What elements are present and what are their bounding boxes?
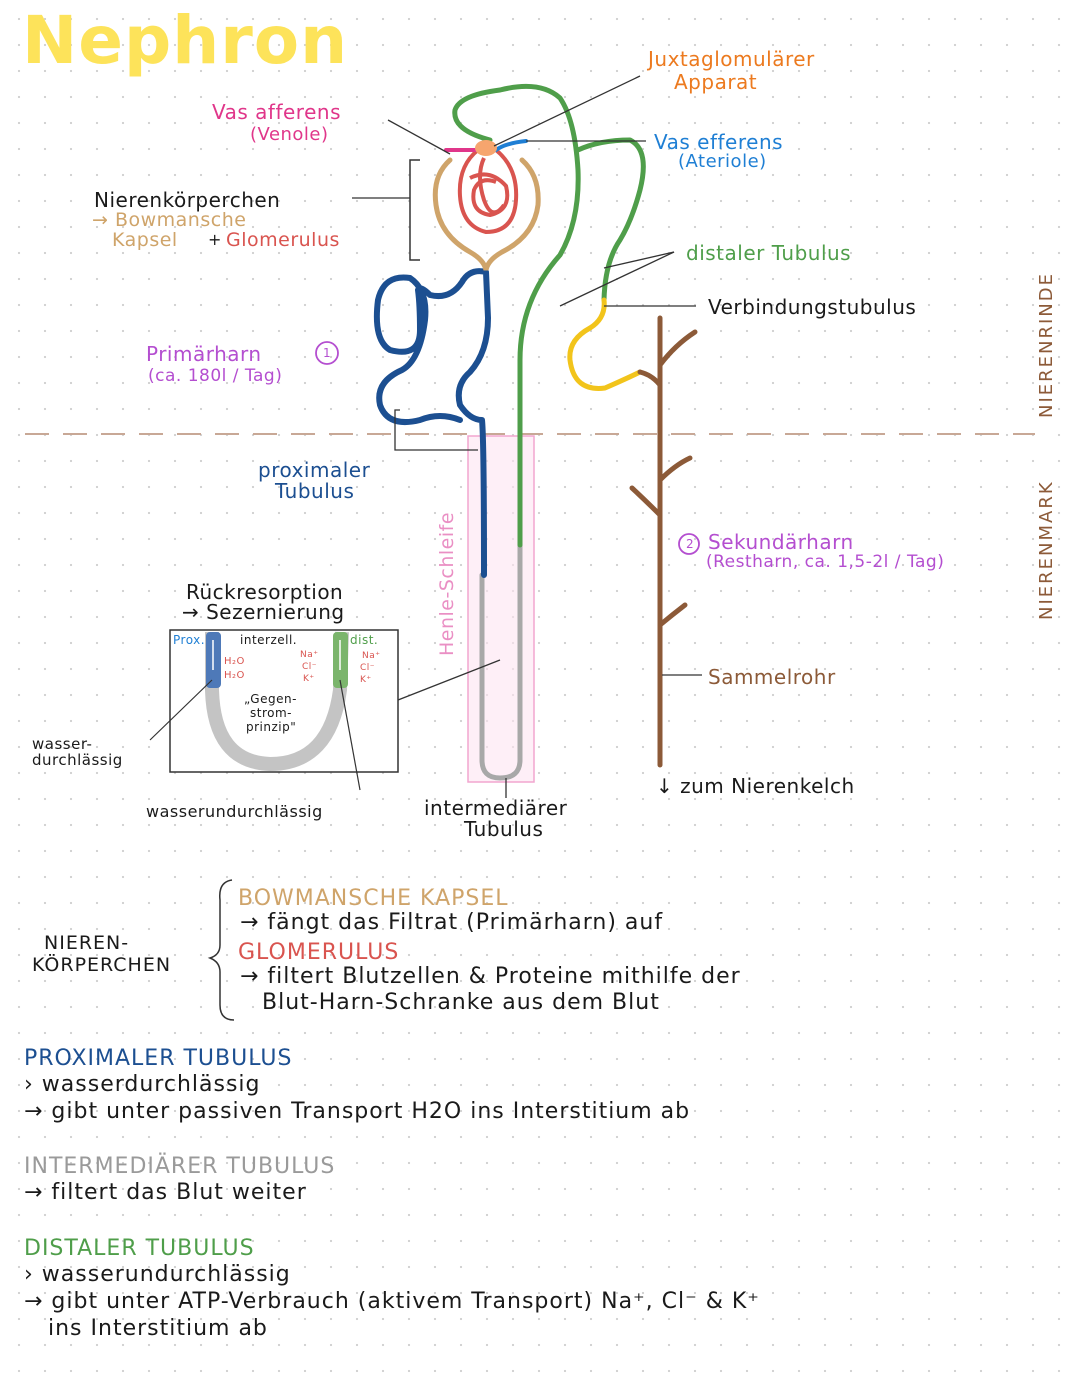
connecting-tubule bbox=[567, 297, 643, 391]
inset-label-gegen-3: prinzip" bbox=[246, 720, 297, 734]
label-nierenmark: NIERENMARK bbox=[1036, 480, 1057, 620]
label-glomerulus: Glomerulus bbox=[226, 229, 340, 251]
label-wasserdurchlaessig-2: durchlässig bbox=[32, 751, 123, 769]
label-plus: + bbox=[208, 230, 222, 249]
notes-proximal-1: › wasserdurchlässig bbox=[24, 1072, 261, 1097]
label-rueckresorption: Rückresorption bbox=[186, 580, 344, 604]
page-title: Nephron bbox=[22, 2, 349, 79]
notes-distal-heading: DISTALER TUBULUS bbox=[24, 1236, 255, 1261]
notes-proximal-heading: PROXIMALER TUBULUS bbox=[24, 1046, 293, 1071]
inset-label-h2o-2: H₂O bbox=[224, 670, 245, 681]
label-proximaler-2: Tubulus bbox=[275, 479, 355, 503]
inset-leaders bbox=[149, 679, 361, 791]
label-vas-afferens: Vas afferens bbox=[212, 100, 341, 124]
label-zum-nierenkelch: ↓ zum Nierenkelch bbox=[656, 774, 855, 798]
glomerulus bbox=[457, 148, 519, 235]
label-juxta-1: Juxtaglomulärer bbox=[648, 47, 815, 71]
label-primaerharn-amount: (ca. 180l / Tag) bbox=[148, 366, 283, 386]
notes-intermediate-heading: INTERMEDIÄRER TUBULUS bbox=[24, 1154, 336, 1179]
leader-lines bbox=[387, 75, 702, 798]
sekundaerharn-number-circle bbox=[678, 533, 700, 555]
juxtaglomerular-apparatus bbox=[475, 140, 497, 156]
henle-loop-highlight bbox=[467, 435, 535, 783]
label-verbindungstubulus: Verbindungstubulus bbox=[708, 295, 917, 319]
inset-loop bbox=[205, 631, 349, 772]
notes-proximal-2: → gibt unter passiven Transport H2O ins … bbox=[24, 1099, 691, 1124]
bowman-capsule bbox=[432, 157, 541, 271]
inset-label-gegen-2: strom- bbox=[250, 706, 292, 720]
notes-nieren-2: KÖRPERCHEN bbox=[32, 954, 172, 976]
label-primaerharn-number: 1 bbox=[323, 346, 332, 360]
label-arteriole: (Ateriole) bbox=[678, 151, 767, 172]
label-sekundaerharn-amount: (Restharn, ca. 1,5-2l / Tag) bbox=[706, 552, 945, 572]
inset-label-gegen-1: „Gegen- bbox=[244, 692, 297, 706]
label-kapsel: Kapsel bbox=[112, 229, 178, 251]
label-venole: (Venole) bbox=[250, 124, 329, 145]
notes-distal-1: › wasserundurchlässig bbox=[24, 1262, 291, 1287]
notes-glomerulus-text-1: → filtert Blutzellen & Proteine mithilfe… bbox=[240, 964, 741, 989]
label-proximaler-1: proximaler bbox=[258, 458, 371, 482]
notes-distal-2: → gibt unter ATP-Verbrauch (aktivem Tran… bbox=[24, 1289, 760, 1314]
inset-label-dist: dist. bbox=[350, 633, 379, 647]
primaerharn-number-circle bbox=[315, 341, 339, 365]
label-sekundaerharn: Sekundärharn bbox=[708, 530, 854, 554]
corpuscle-bracket bbox=[409, 159, 420, 261]
collecting-duct bbox=[629, 315, 698, 768]
inset-label-interzell: interzell. bbox=[240, 633, 298, 647]
inset-label-prox: Prox. bbox=[173, 633, 206, 647]
notes-nieren-1: NIEREN- bbox=[44, 932, 130, 954]
label-nierenkoerperchen: Nierenkörperchen bbox=[94, 188, 281, 212]
inset-label-h2o-1: H₂O bbox=[224, 656, 245, 667]
notes-bowman-text: → fängt das Filtrat (Primärharn) auf bbox=[240, 910, 664, 935]
notes-glomerulus-text-2: Blut-Harn-Schranke aus dem Blut bbox=[262, 990, 660, 1015]
label-henle-schleife: Henle-Schleife bbox=[436, 511, 458, 656]
notes-intermediate-1: → filtert das Blut weiter bbox=[24, 1180, 307, 1205]
proximal-bracket bbox=[394, 409, 478, 451]
vas-efferens-vessel bbox=[494, 139, 528, 152]
label-wasserundurchlaessig: wasserundurchlässig bbox=[146, 802, 323, 821]
inset-label-na: Na⁺ bbox=[300, 650, 319, 660]
notes-brace bbox=[207, 879, 235, 1021]
inset-label-na-r: Na⁺ bbox=[362, 651, 381, 661]
distal-tubule-extra bbox=[560, 60, 640, 98]
label-nierenrinde: NIERENRINDE bbox=[1036, 271, 1057, 418]
label-vas-efferens: Vas efferens bbox=[654, 130, 784, 154]
notes-bowman-heading: BOWMANSCHE KAPSEL bbox=[238, 886, 509, 911]
notes-distal-3: ins Interstitium ab bbox=[48, 1316, 268, 1341]
label-bowmansche: → Bowmansche bbox=[92, 209, 247, 231]
inset-label-cl: Cl⁻ bbox=[302, 662, 318, 672]
notes-glomerulus-heading: GLOMERULUS bbox=[238, 940, 400, 965]
label-intermediaerer-2: Tubulus bbox=[464, 817, 544, 841]
proximal-tubule bbox=[373, 268, 491, 578]
label-intermediaerer-1: intermediärer bbox=[424, 796, 568, 820]
label-sammelrohr: Sammelrohr bbox=[708, 665, 836, 689]
inset-label-k: K⁺ bbox=[303, 674, 315, 684]
inset-label-k-r: K⁺ bbox=[360, 675, 372, 685]
label-sekundaerharn-number: 2 bbox=[686, 537, 695, 551]
label-juxta-2: Apparat bbox=[674, 70, 758, 94]
inset-label-cl-r: Cl⁻ bbox=[360, 663, 376, 673]
label-sezernierung: → Sezernierung bbox=[182, 600, 345, 624]
intermediate-tubule bbox=[479, 542, 523, 781]
label-wasserdurchlaessig-1: wasser- bbox=[32, 735, 93, 753]
label-distaler-tubulus: distaler Tubulus bbox=[686, 241, 852, 265]
label-primaerharn: Primärharn bbox=[146, 342, 262, 366]
